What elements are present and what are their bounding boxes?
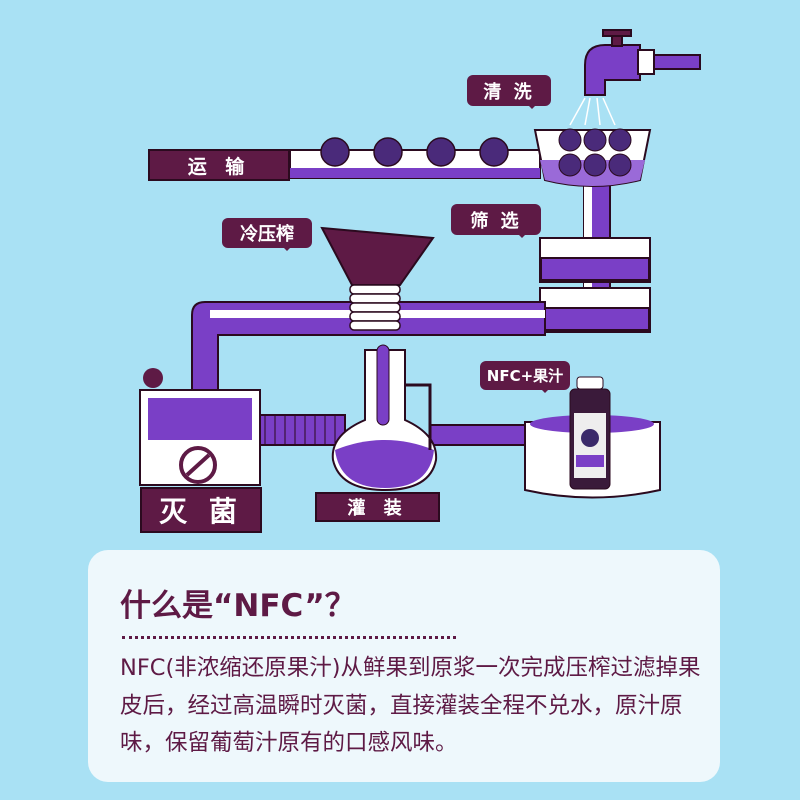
process-illustration: [139, 29, 701, 499]
step-label-transport: 运 输: [148, 149, 290, 181]
info-card: 什么是“NFC”？ NFC(非浓缩还原果汁)从鲜果到原浆一次完成压榨过滤掉果皮后…: [88, 550, 720, 782]
step-bubble-screen: 筛 选: [451, 204, 541, 238]
juice-bottle: [569, 376, 611, 490]
step-bubble-product: NFC+果汁: [480, 361, 570, 393]
step-label-sterilize: 灭 菌: [140, 487, 262, 533]
info-title: 什么是“NFC”？: [120, 588, 356, 624]
dotted-divider: [122, 636, 456, 639]
grape-icon: [320, 137, 509, 167]
step-bubble-cold-press: 冷压榨: [222, 218, 312, 251]
info-body: NFC(非浓缩还原果汁)从鲜果到原浆一次完成压榨过滤掉果皮后，经过高温瞬时灭菌，…: [120, 655, 701, 756]
step-label-fill: 灌 装: [315, 492, 440, 522]
step-bubble-wash: 清 洗: [467, 75, 551, 109]
faucet-icon: [584, 29, 701, 96]
